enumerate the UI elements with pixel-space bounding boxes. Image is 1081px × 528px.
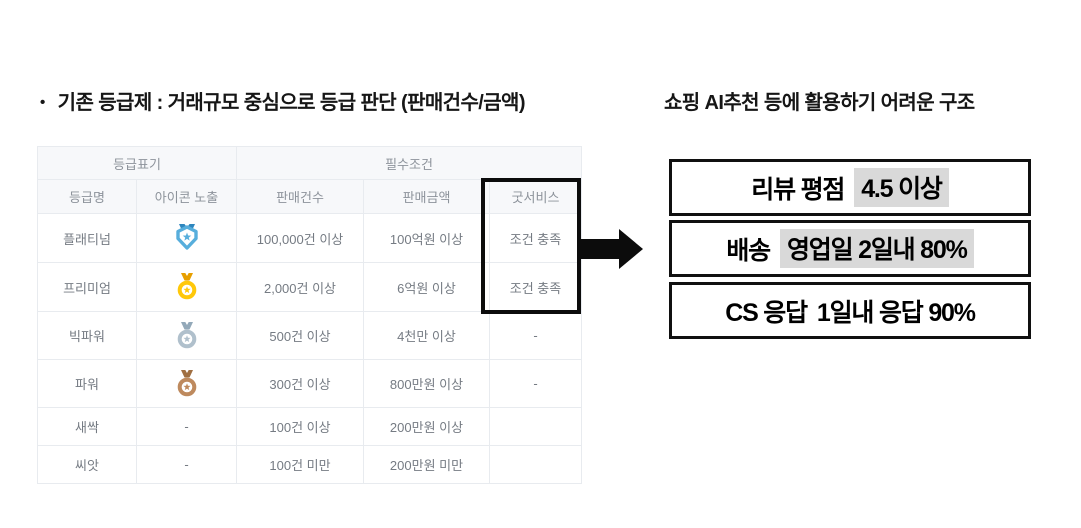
right-arrow-icon (579, 229, 643, 269)
good-service: - (489, 311, 582, 360)
col-header-good-service: 굿서비스 (489, 179, 582, 214)
good-service (489, 407, 582, 446)
callout-cs-response: CS 응답 1일내 응답 90% (669, 282, 1031, 339)
col-header-sales-count: 판매건수 (236, 179, 364, 214)
good-service: - (489, 359, 582, 408)
sales-count: 2,000건 이상 (236, 262, 364, 312)
callout-prefix: CS 응답 (725, 298, 808, 327)
right-title: 쇼핑 AI추천 등에 활용하기 어려운 구조 (664, 86, 975, 115)
col-header-icon: 아이콘 노출 (136, 179, 237, 214)
sales-amount: 4천만 이상 (363, 311, 490, 360)
callout-review-score: 리뷰 평점 4.5 이상 (669, 159, 1031, 216)
platinum-badge-icon (175, 224, 198, 250)
sales-amount: 200만원 미만 (363, 445, 490, 484)
sales-count: 100건 이상 (236, 407, 364, 446)
grade-icon-cell (136, 213, 237, 263)
grade-table: 등급표기 필수조건 등급명 아이콘 노출 판매건수 판매금액 굿서비스 플래티넘 (37, 146, 582, 484)
grade-name: 씨앗 (37, 445, 137, 484)
sales-count: 300건 이상 (236, 359, 364, 408)
grade-name: 파워 (37, 359, 137, 408)
group-header-grade: 등급표기 (37, 146, 237, 180)
grade-name: 빅파워 (37, 311, 137, 360)
right-title-text: 쇼핑 AI추천 등에 활용하기 어려운 구조 (664, 92, 975, 114)
sales-count: 100,000건 이상 (236, 213, 364, 263)
group-header-conditions: 필수조건 (236, 146, 582, 180)
callout-value-highlighted: 4.5 이상 (854, 168, 949, 207)
sales-amount: 100억원 이상 (363, 213, 490, 263)
sales-amount: 200만원 이상 (363, 407, 490, 446)
good-service: 조건 충족 (489, 213, 582, 263)
sales-amount: 800만원 이상 (363, 359, 490, 408)
grade-icon-cell (136, 262, 237, 312)
group-header-row: 등급표기 필수조건 (37, 146, 582, 180)
callout-value-highlighted: 영업일 2일내 80% (779, 229, 974, 268)
table-row: 씨앗 - 100건 미만 200만원 미만 (37, 445, 582, 484)
grade-icon-cell: - (136, 407, 237, 446)
left-title-text: 기존 등급제 : 거래규모 중심으로 등급 판단 (판매건수/금액) (57, 92, 526, 114)
good-service (489, 445, 582, 484)
column-header-row: 등급명 아이콘 노출 판매건수 판매금액 굿서비스 (37, 179, 582, 214)
callout-value: 1일내 응답 90% (816, 298, 976, 327)
bronze-medal-icon (177, 369, 196, 396)
left-title: • 기존 등급제 : 거래규모 중심으로 등급 판단 (판매건수/금액) (40, 86, 525, 115)
table-row: 파워 300건 이상 800만원 이상 - (37, 359, 582, 408)
grade-name: 프리미엄 (37, 262, 137, 312)
table-row: 새싹 - 100건 이상 200만원 이상 (37, 407, 582, 446)
grade-name: 새싹 (37, 407, 137, 446)
sales-count: 100건 미만 (236, 445, 364, 484)
bullet-icon: • (40, 94, 45, 111)
callout-prefix: 리뷰 평점 (751, 175, 845, 204)
table-row: 플래티넘 100,000건 이상 100억원 이상 조건 충족 (37, 213, 582, 263)
grade-icon-cell: - (136, 445, 237, 484)
callout-prefix: 배송 (726, 236, 771, 265)
good-service: 조건 충족 (489, 262, 582, 312)
sales-count: 500건 이상 (236, 311, 364, 360)
grade-icon-cell (136, 311, 237, 360)
col-header-sales-amount: 판매금액 (363, 179, 490, 214)
col-header-grade-name: 등급명 (37, 179, 137, 214)
sales-amount: 6억원 이상 (363, 262, 490, 312)
callout-delivery: 배송 영업일 2일내 80% (669, 220, 1031, 277)
grade-icon-cell (136, 359, 237, 408)
gold-medal-icon (177, 273, 196, 300)
table-row: 빅파워 500건 이상 4천만 이상 - (37, 311, 582, 360)
silver-medal-icon (177, 321, 196, 348)
table-row: 프리미엄 2,000건 이상 6억원 이상 조건 충족 (37, 262, 582, 312)
grade-name: 플래티넘 (37, 213, 137, 263)
